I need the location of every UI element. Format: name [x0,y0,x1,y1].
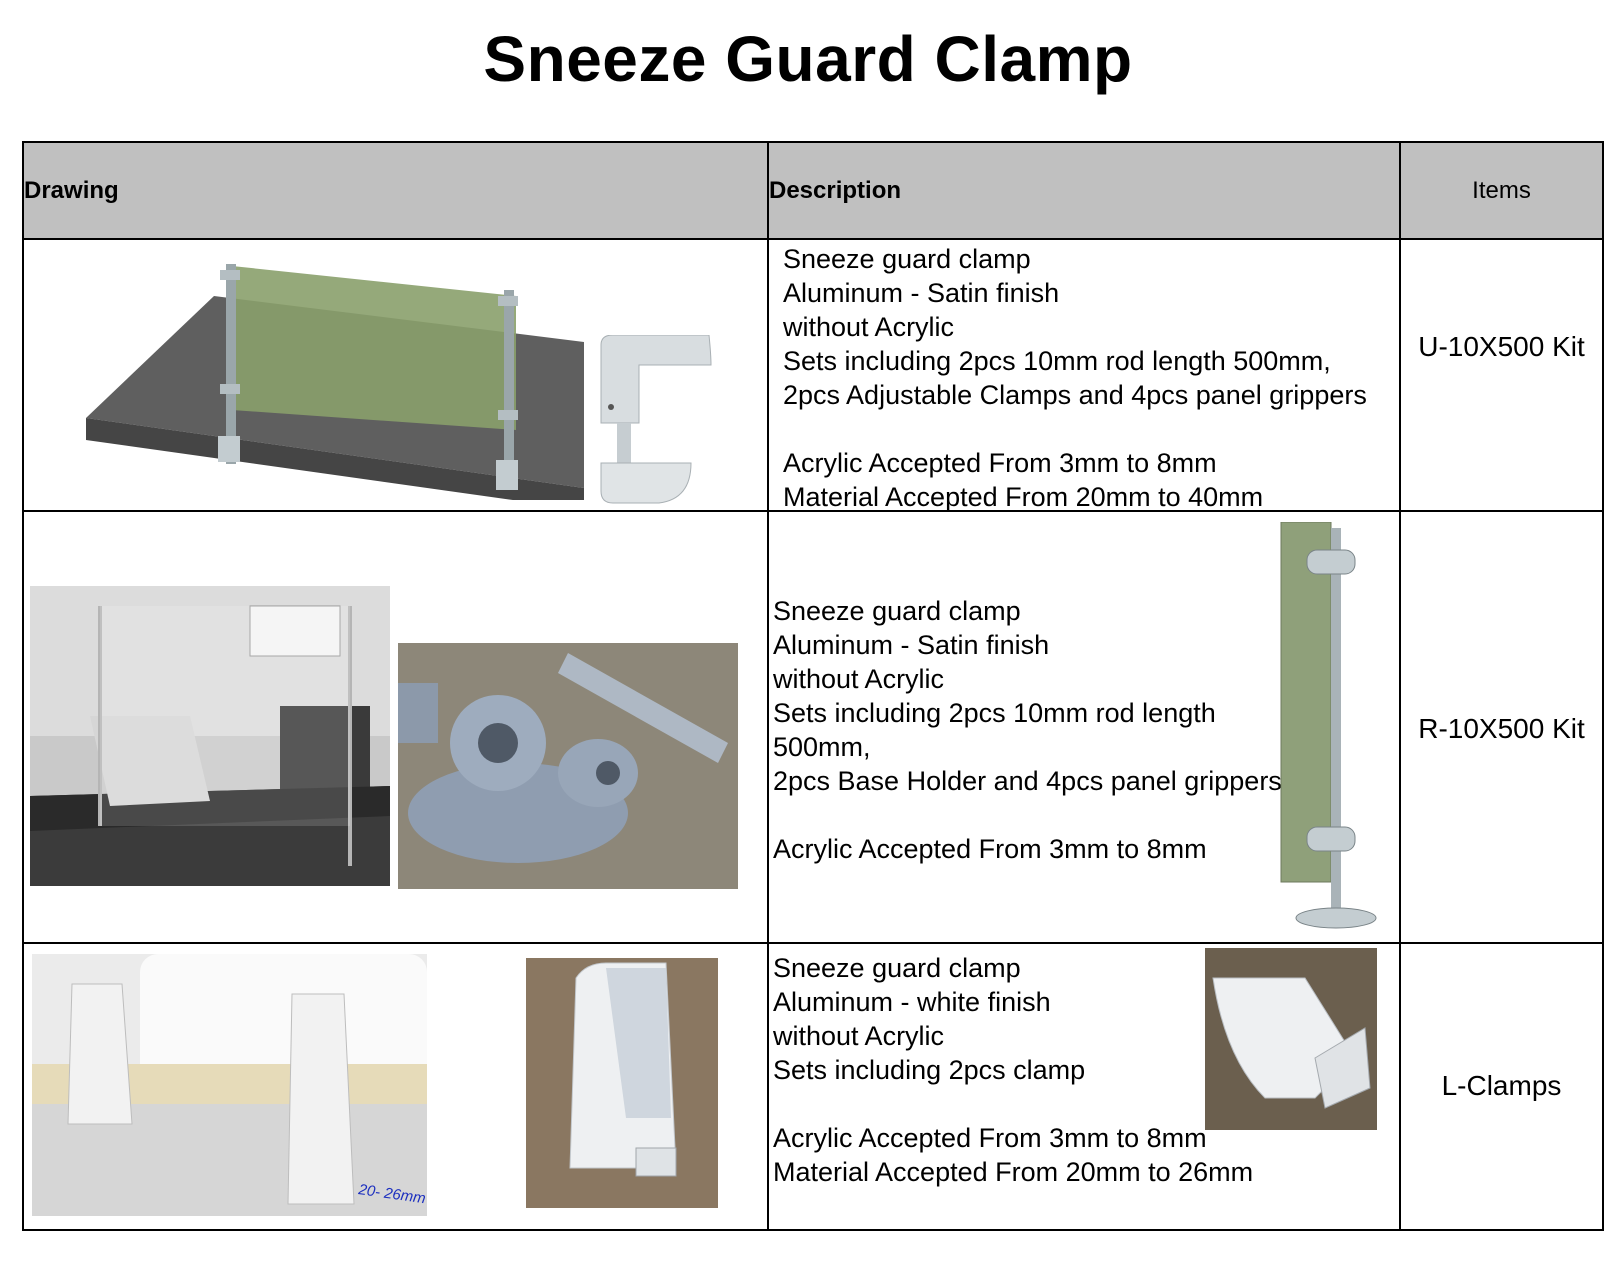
item-code: R-10X500 Kit [1418,713,1585,744]
drawing-cell: 20- 26mm [22,942,769,1231]
adjustable-clamp-drawing [600,335,712,504]
table-row: Sneeze guard clamp Aluminum - Satin fini… [22,238,1604,512]
description-text: Sneeze guard clamp Aluminum - Satin fini… [783,244,1367,510]
page-title: Sneeze Guard Clamp [483,23,1133,95]
rod-and-gripper-drawing [1280,522,1377,929]
drawing-cell [22,238,769,512]
item-cell: L-Clamps [1399,942,1604,1231]
item-code: L-Clamps [1441,1070,1562,1101]
header-drawing: Drawing [22,141,769,240]
drawing-cell [22,510,769,944]
header-items: Items [1399,141,1604,240]
description-cell: Sneeze guard clamp Aluminum - Satin fini… [767,238,1401,512]
description-text: Sneeze guard clamp Aluminum - white fini… [773,953,1254,1187]
description-text: Sneeze guard clamp Aluminum - Satin fini… [773,596,1282,864]
l-clamp-desk-photo: 20- 26mm [32,954,427,1216]
table-header-row: Drawing Description Items [22,141,1604,240]
desk-sneeze-guard-drawing [86,264,584,500]
description-cell: Sneeze guard clamp Aluminum - white fini… [767,942,1401,1231]
base-holder-photo [398,643,738,889]
item-cell: R-10X500 Kit [1399,510,1604,944]
l-clamp-photo [526,958,718,1208]
l-clamp-angle-photo [1205,948,1377,1130]
item-code: U-10X500 Kit [1418,331,1585,362]
header-description: Description [767,141,1401,240]
table-row: Sneeze guard clamp Aluminum - Satin fini… [22,510,1604,944]
office-desk-photo [30,586,390,886]
description-cell: Sneeze guard clamp Aluminum - Satin fini… [767,510,1401,944]
item-cell: U-10X500 Kit [1399,238,1604,512]
product-table: Drawing Description Items [22,141,1604,1231]
table-row: 20- 26mm Sneeze guard clamp Aluminum - w… [22,942,1604,1231]
